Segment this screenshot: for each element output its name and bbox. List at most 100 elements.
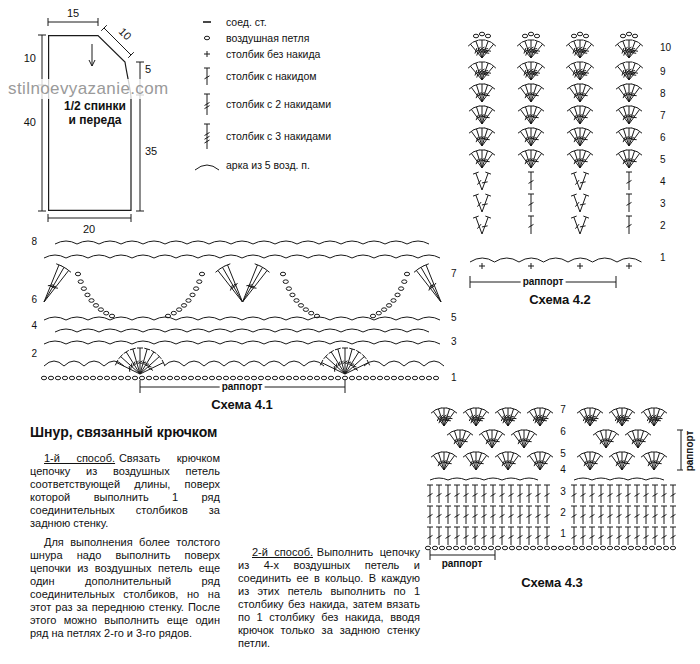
double-crochet xyxy=(482,108,495,124)
chain-stitch xyxy=(78,280,83,284)
chain-arch xyxy=(44,255,66,258)
chart-4-1 xyxy=(41,241,444,380)
chain-stitch xyxy=(286,287,291,291)
chain-stitch xyxy=(125,376,130,380)
chain-arch xyxy=(330,341,352,344)
chain-stitch xyxy=(146,376,151,380)
row-number: 5 xyxy=(558,448,568,460)
double-crochet xyxy=(572,106,580,124)
chain-stitch xyxy=(412,376,417,380)
double-crochet xyxy=(652,527,658,545)
double-crochet xyxy=(472,506,478,524)
double-crochet xyxy=(654,410,667,426)
chain-arch xyxy=(198,255,220,258)
double-crochet xyxy=(472,485,478,503)
chain-arch xyxy=(519,258,544,262)
legend-symbol-group xyxy=(195,165,219,170)
double-crochet xyxy=(626,216,632,234)
double-crochet xyxy=(638,432,651,448)
chain-arch xyxy=(88,317,110,320)
chain-arch xyxy=(617,258,642,262)
double-crochet xyxy=(445,506,451,524)
double-crochet xyxy=(625,485,631,503)
dimension: 10 xyxy=(116,25,134,43)
section-heading: Шнур, связанный крючком xyxy=(30,424,217,440)
double-crochet xyxy=(204,124,210,149)
chain-arch xyxy=(319,241,341,244)
chain-stitch xyxy=(321,376,326,380)
double-crochet xyxy=(580,130,593,146)
double-crochet xyxy=(540,410,553,426)
double-crochet xyxy=(580,86,593,102)
double-crochet xyxy=(473,194,482,212)
double-crochet xyxy=(463,506,469,524)
chain-stitch xyxy=(453,546,458,550)
chain-arch xyxy=(66,255,88,258)
chain-stitch xyxy=(342,376,347,380)
double-crochet xyxy=(626,194,632,212)
double-crochet xyxy=(590,410,603,426)
chain-stitch xyxy=(626,32,631,36)
chain-arch xyxy=(66,317,88,320)
double-crochet xyxy=(216,269,243,302)
legend-text: воздушная петля xyxy=(226,32,309,44)
method-title: 1-й способ. xyxy=(44,452,115,464)
chain-stitch xyxy=(98,308,103,312)
chain-stitch xyxy=(75,272,80,276)
chain-stitch xyxy=(197,280,202,284)
chain-stitch xyxy=(509,546,514,550)
double-crochet xyxy=(220,266,243,302)
chain-arch xyxy=(297,241,319,244)
double-crochet xyxy=(427,485,433,503)
chain-stitch xyxy=(230,376,235,380)
chain-stitch xyxy=(474,546,479,550)
double-crochet xyxy=(571,485,577,503)
chain-arch xyxy=(132,255,154,258)
chain-arch xyxy=(195,165,219,170)
double-crochet xyxy=(580,64,594,80)
single-crochet xyxy=(577,263,583,269)
chain-stitch xyxy=(186,299,191,303)
chain-stitch xyxy=(439,546,444,550)
chain-stitch xyxy=(293,376,298,380)
piece-label: 1/2 спинки и переда xyxy=(64,99,126,128)
chain-stitch xyxy=(628,546,633,550)
double-crochet xyxy=(445,485,451,503)
chain-arch xyxy=(574,478,592,480)
double-crochet xyxy=(625,506,631,524)
chain-stitch xyxy=(391,376,396,380)
instruction-text: Для выполнения более толстого шнура надо… xyxy=(30,536,220,639)
double-crochet xyxy=(629,86,642,102)
dimension: 35 xyxy=(145,145,157,158)
row-number: 1 xyxy=(558,528,568,540)
chain-arch xyxy=(143,329,165,332)
double-crochet xyxy=(607,485,613,503)
double-crochet xyxy=(140,354,161,374)
row-number: 2 xyxy=(558,507,568,519)
chain-arch xyxy=(242,255,264,258)
double-crochet xyxy=(580,42,594,58)
chain-stitch xyxy=(586,546,591,550)
double-crochet xyxy=(531,42,545,58)
double-crochet xyxy=(454,485,460,503)
chain-arch xyxy=(121,329,143,332)
chain-arch xyxy=(204,361,224,366)
double-crochet xyxy=(580,172,589,190)
double-crochet xyxy=(670,506,676,524)
double-crochet xyxy=(524,432,537,448)
chain-stitch xyxy=(90,376,95,380)
chain-stitch xyxy=(165,314,170,318)
chain-arch xyxy=(164,361,184,366)
dimension: 20 xyxy=(83,223,95,236)
double-crochet xyxy=(616,506,622,524)
double-crochet xyxy=(571,527,577,545)
double-crochet xyxy=(508,454,521,470)
chain-stitch xyxy=(642,546,647,550)
double-crochet xyxy=(580,194,589,212)
double-crochet xyxy=(670,485,676,503)
legend-symbol-group xyxy=(204,68,210,85)
chain-stitch xyxy=(433,376,438,380)
chain-stitch xyxy=(286,376,291,380)
chain-arch xyxy=(628,478,646,480)
single-crochet xyxy=(479,263,485,269)
